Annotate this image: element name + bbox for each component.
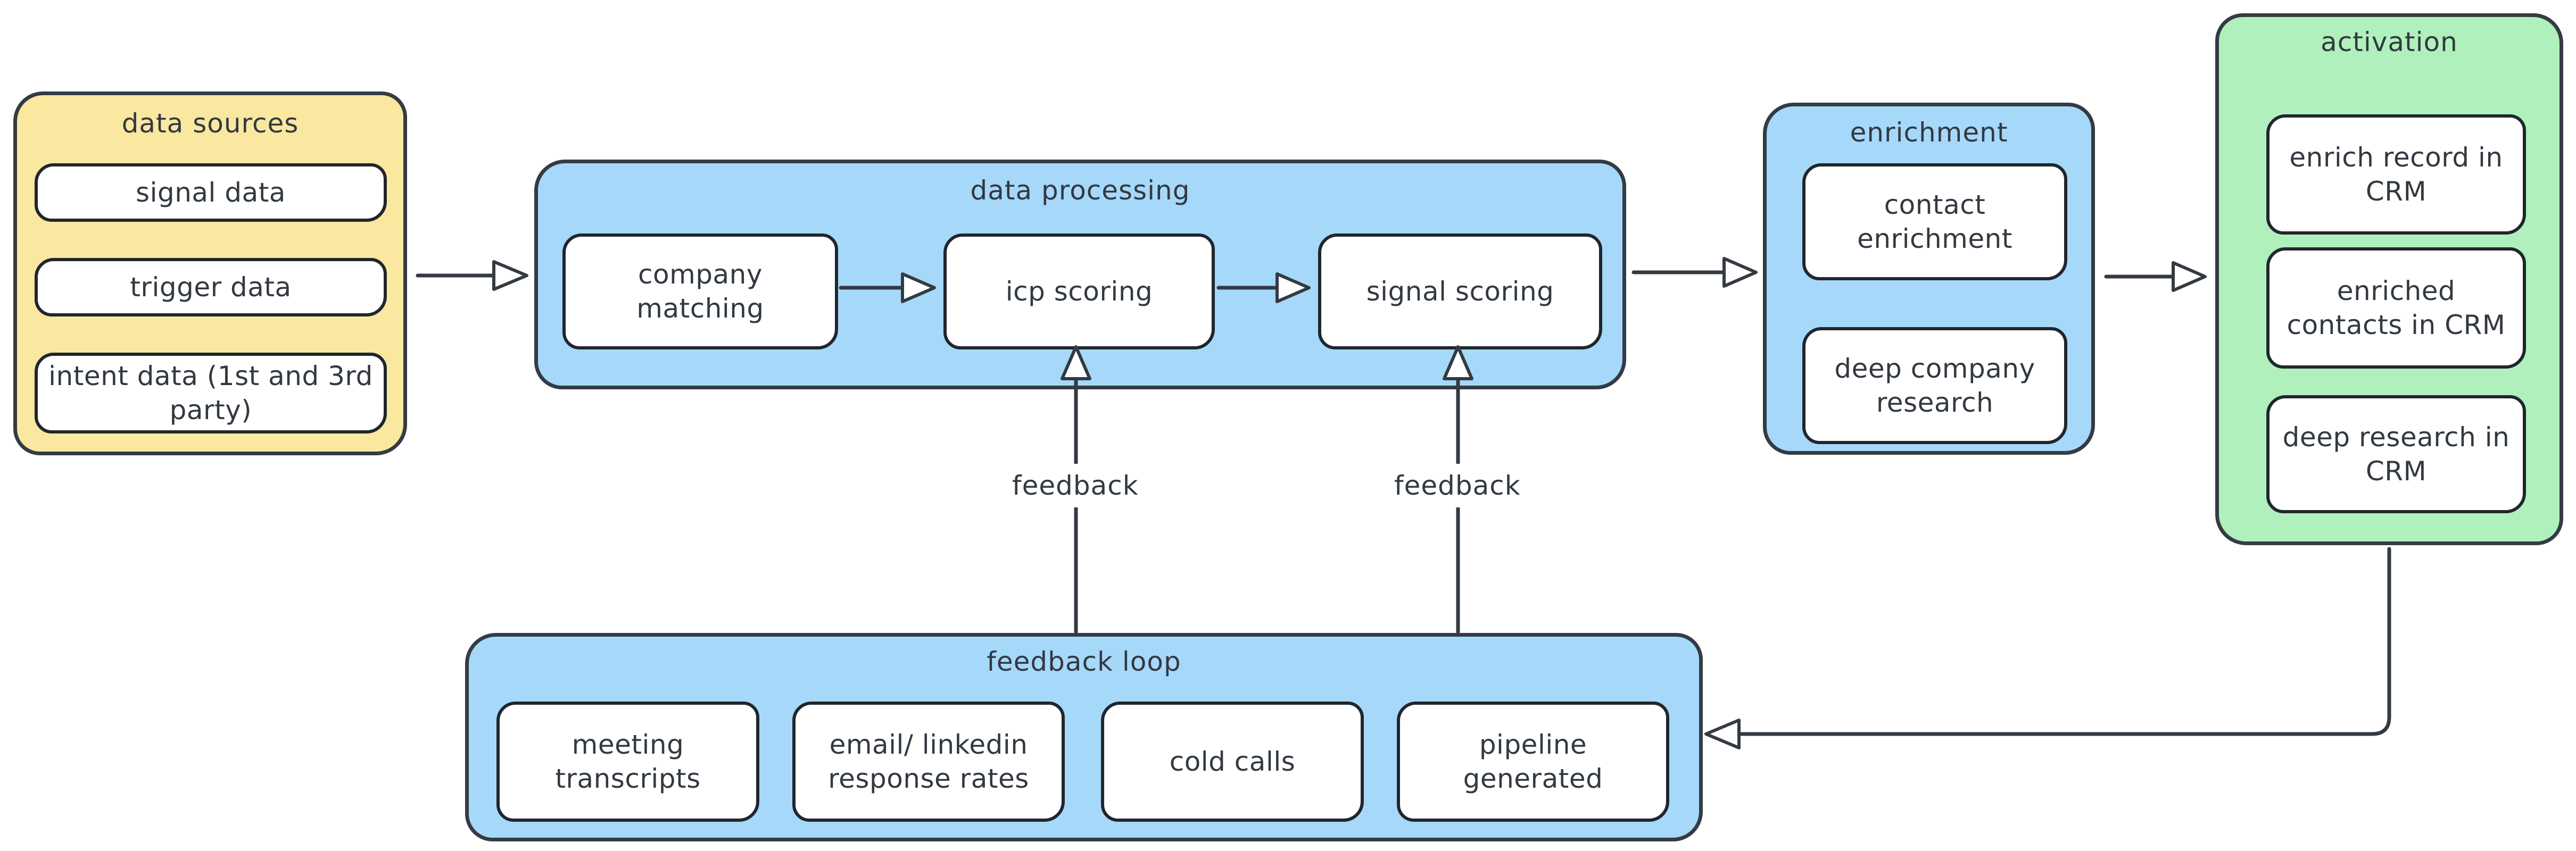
node-enriched-contacts-in-crm: enriched contacts in CRM: [2266, 247, 2526, 369]
arrow-data-sources-to-data-processing: [416, 260, 528, 291]
node-pipeline-generated: pipeline generated: [1397, 702, 1669, 822]
group-data-sources: data sources signal data trigger data in…: [13, 91, 407, 455]
node-deep-research-in-crm: deep research in CRM: [2266, 395, 2526, 513]
node-cold-calls: cold calls: [1101, 702, 1364, 822]
group-activation: activation enrich record in CRM enriched…: [2215, 13, 2563, 545]
node-meeting-transcripts: meeting transcripts: [496, 702, 759, 822]
group-title-data-sources: data sources: [121, 108, 299, 139]
group-title-data-processing: data processing: [970, 175, 1190, 206]
node-contact-enrichment: contact enrichment: [1802, 163, 2067, 280]
node-deep-company-research: deep company research: [1802, 327, 2067, 444]
group-feedback-loop: feedback loop meeting transcripts email/…: [465, 633, 1703, 841]
node-email-linkedin-response-rates: email/ linkedin response rates: [792, 702, 1065, 822]
group-title-activation: activation: [2321, 27, 2458, 57]
arrow-activation-to-feedback-loop: [1704, 547, 2391, 749]
group-enrichment: enrichment contact enrichment deep compa…: [1763, 103, 2095, 455]
group-title-enrichment: enrichment: [1850, 117, 2008, 148]
arrow-company-matching-to-icp-scoring: [839, 272, 936, 303]
node-icp-scoring: icp scoring: [943, 233, 1215, 349]
node-intent-data: intent data (1st and 3rd party): [35, 353, 387, 433]
arrow-data-processing-to-enrichment: [1631, 257, 1758, 288]
node-signal-data: signal data: [35, 163, 387, 222]
arrow-enrichment-to-activation: [2104, 261, 2207, 292]
group-data-processing: data processing company matching icp sco…: [534, 160, 1626, 389]
node-trigger-data: trigger data: [35, 258, 387, 316]
node-company-matching: company matching: [562, 233, 838, 349]
node-enrich-record-in-crm: enrich record in CRM: [2266, 114, 2526, 235]
arrow-icp-scoring-to-signal-scoring: [1216, 272, 1311, 303]
group-title-feedback-loop: feedback loop: [987, 646, 1181, 677]
edge-label-feedback-icp: feedback: [1000, 464, 1150, 507]
edge-label-feedback-signal: feedback: [1382, 464, 1533, 507]
